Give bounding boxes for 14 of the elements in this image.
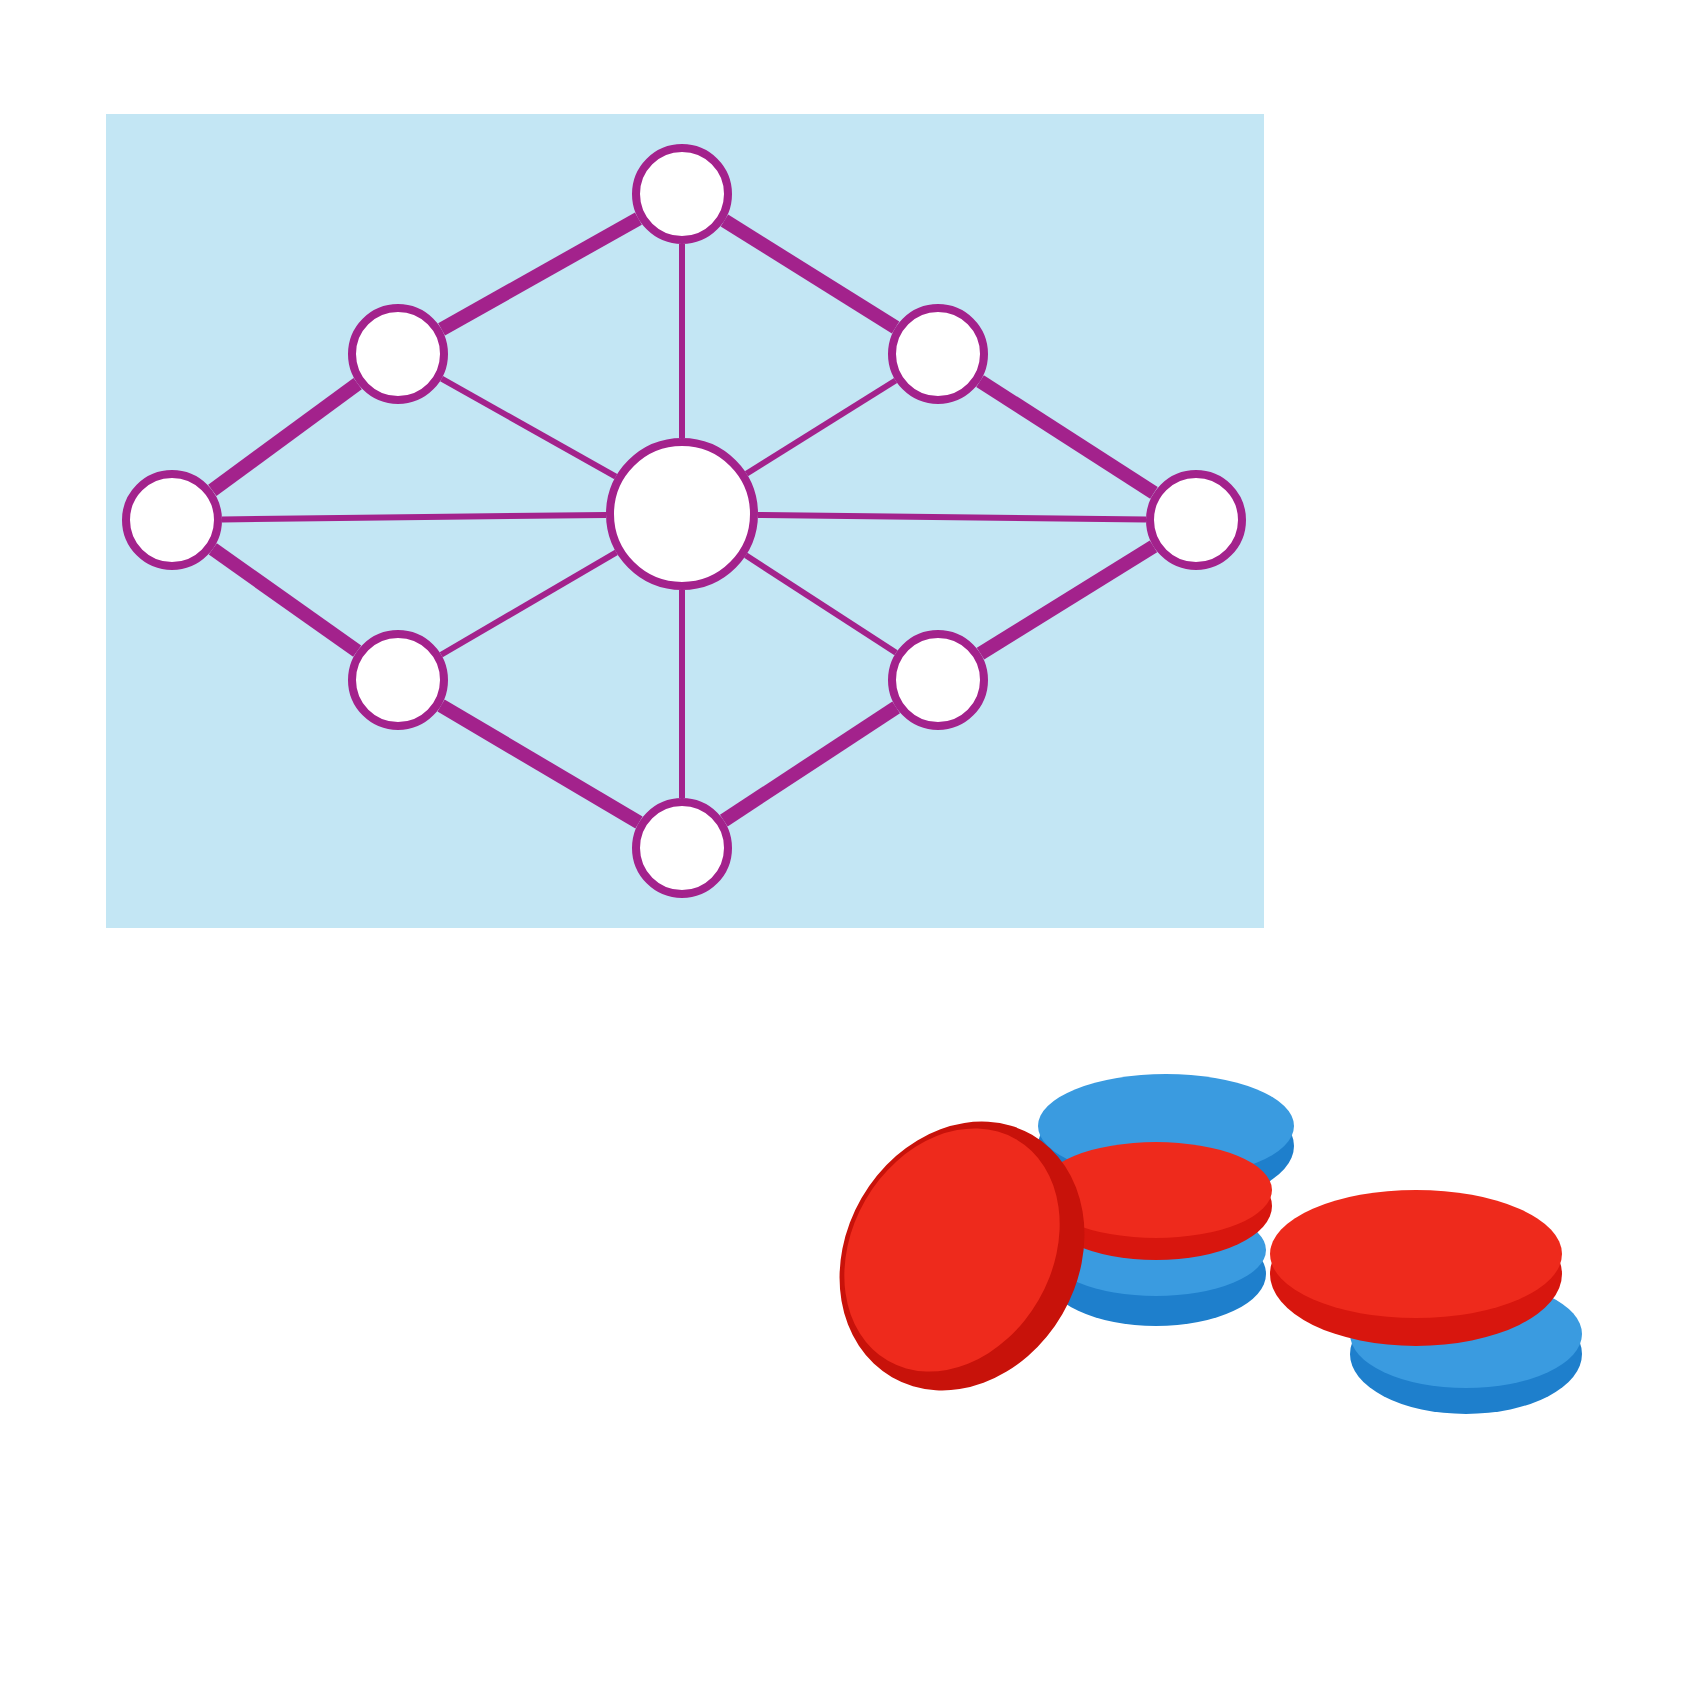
- connecting-line: [744, 552, 898, 656]
- connecting-line: [679, 590, 685, 798]
- connecting-line: [439, 549, 618, 658]
- connecting-line: [437, 699, 643, 829]
- connecting-line: [221, 511, 607, 523]
- connecting-line: [976, 375, 1158, 499]
- connecting-line: [757, 511, 1147, 523]
- connecting-line: [438, 212, 642, 336]
- connecting-line: [720, 214, 900, 334]
- connecting-line: [208, 543, 362, 657]
- connecting-line: [719, 701, 901, 827]
- connecting-line: [208, 377, 362, 497]
- connecting-line: [679, 244, 685, 438]
- connecting-line: [976, 540, 1158, 660]
